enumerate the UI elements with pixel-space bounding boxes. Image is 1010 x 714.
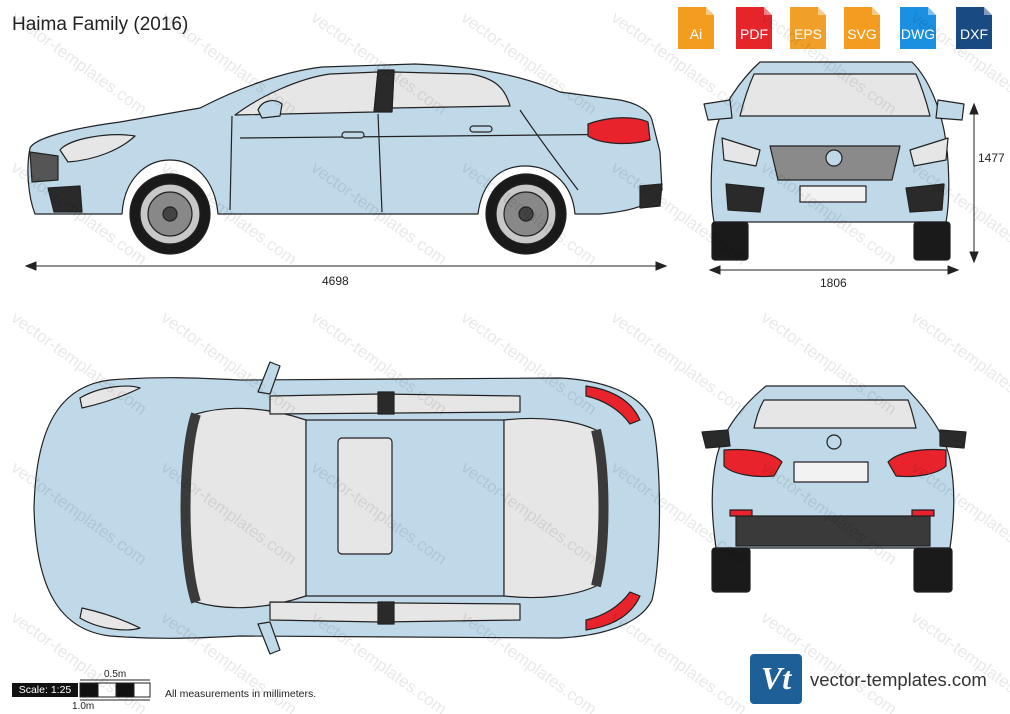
rear-bumper: [735, 515, 931, 547]
height-label: 1477: [978, 151, 1005, 165]
front-foglight-right: [905, 183, 945, 213]
file-icon: [790, 7, 826, 49]
side-grille: [29, 151, 59, 183]
front-mirror-right: [935, 99, 965, 121]
rear-mirror-right: [939, 429, 967, 449]
top-side-window-upper: [269, 393, 521, 415]
top-roof: [305, 419, 505, 597]
scale-half-meter-label: 0.5m: [104, 669, 127, 680]
file-icon: [736, 7, 772, 49]
side-pillar: [373, 69, 395, 113]
format-dxf-label: DXF: [960, 26, 988, 42]
site-link[interactable]: vector-templates.com: [810, 669, 987, 690]
page-title: Haima Family (2016): [12, 14, 189, 35]
side-mirror: [257, 100, 283, 119]
front-view: [703, 61, 965, 261]
side-window-rear: [391, 71, 511, 109]
scale-one-meter-label: 1.0m: [72, 701, 95, 712]
top-taillight-upper: [585, 385, 641, 425]
top-view: [33, 361, 661, 655]
format-svg-button[interactable]: SVG: [842, 5, 882, 51]
format-dwg-button[interactable]: DWG: [898, 5, 938, 51]
top-rear-window: [503, 417, 605, 599]
top-taillight-lower: [585, 591, 641, 631]
format-dxf-button[interactable]: DXF: [954, 5, 994, 51]
width-dimension-line: [708, 265, 960, 275]
top-headlight-upper: [79, 385, 141, 409]
top-mirror-lower: [257, 621, 281, 655]
format-pdf-button[interactable]: PDF: [734, 5, 774, 51]
length-dimension-line: [24, 261, 668, 271]
scale-bar: [79, 679, 151, 701]
front-headlight-right: [909, 137, 949, 167]
rear-taillight-right: [887, 448, 947, 478]
front-tire-right: [913, 221, 951, 261]
side-view: [27, 63, 663, 255]
format-eps-button[interactable]: EPS: [788, 5, 828, 51]
format-ai-button[interactable]: Ai: [676, 5, 716, 51]
vt-logo[interactable]: Vt: [750, 654, 802, 704]
top-mirror-upper: [257, 361, 281, 395]
front-foglight-left: [725, 183, 765, 213]
file-icon: [844, 7, 880, 49]
rear-tire-left: [711, 547, 751, 593]
rear-mirror-left: [701, 429, 731, 449]
logo-mark-text: Vt: [760, 660, 792, 696]
side-wheel-front: [129, 173, 211, 255]
file-icon: [900, 7, 936, 49]
side-wheel-rear: [485, 173, 567, 255]
width-label: 1806: [820, 276, 847, 290]
top-headlight-lower: [79, 607, 141, 631]
top-windshield: [184, 407, 307, 609]
height-dimension-line: [969, 102, 979, 264]
file-icon: [678, 7, 714, 49]
rear-taillight-left: [723, 448, 783, 478]
front-headlight-left: [721, 137, 761, 167]
rear-view: [701, 385, 967, 593]
top-sunroof: [337, 437, 393, 555]
measurement-note: All measurements in millimeters.: [165, 688, 317, 700]
side-headlight: [59, 134, 136, 163]
rear-license-plate: [793, 461, 869, 483]
rear-window: [753, 399, 917, 429]
side-taillight: [587, 117, 651, 145]
scale-label: Scale: 1:25: [12, 683, 78, 697]
rear-tire-right: [913, 547, 953, 593]
format-svg-label: SVG: [847, 26, 877, 42]
length-label: 4698: [322, 274, 349, 288]
format-dwg-label: DWG: [900, 26, 936, 42]
front-mirror-left: [703, 99, 733, 121]
side-foglight: [47, 185, 83, 213]
front-tire-left: [711, 221, 749, 261]
front-windshield: [739, 73, 931, 117]
file-icon: [956, 7, 992, 49]
format-ai-label: Ai: [689, 26, 703, 42]
format-eps-label: EPS: [793, 26, 822, 42]
top-side-window-lower: [269, 601, 521, 623]
format-pdf-label: PDF: [740, 26, 768, 42]
